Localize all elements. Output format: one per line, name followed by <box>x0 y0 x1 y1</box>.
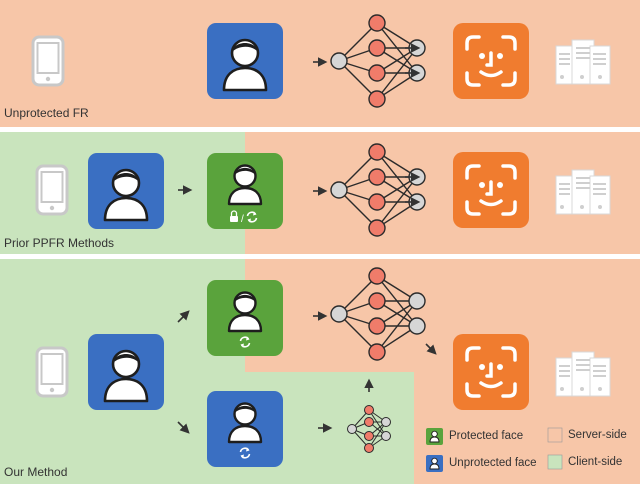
row-prior-ppfr: / <box>0 132 640 254</box>
server-side-region <box>0 0 640 127</box>
row-label-our-method: Our Method <box>4 465 68 479</box>
legend <box>426 427 563 472</box>
client-side-region <box>0 259 414 484</box>
arrow <box>177 310 190 323</box>
protected-face-card <box>207 280 283 356</box>
legend-protected-face-label: Protected face <box>449 430 524 442</box>
face-scan-icon <box>451 150 531 230</box>
row-our-method <box>0 259 640 484</box>
row-label-unprotected-fr: Unprotected FR <box>4 106 89 120</box>
smartphone-icon <box>31 35 65 87</box>
server-rack-icon <box>555 169 611 215</box>
legend-client-swatch <box>547 454 563 470</box>
unprotected-face-card <box>207 23 283 99</box>
legend-client-side-label: Client-side <box>568 456 623 468</box>
face-scan-icon <box>451 332 531 412</box>
smartphone-icon <box>35 346 69 398</box>
unprotected-face-card <box>88 153 164 229</box>
legend-server-side-label: Server-side <box>568 429 627 441</box>
arrow <box>425 343 437 355</box>
smartphone-icon <box>35 164 69 216</box>
row-label-prior-ppfr: Prior PPFR Methods <box>4 236 115 250</box>
lock-icon <box>230 210 238 222</box>
arrow <box>177 421 190 434</box>
row-unprotected-fr <box>0 0 640 127</box>
legend-unprotected-swatch <box>426 455 443 472</box>
face-scan-icon <box>451 21 531 101</box>
unprotected-face-card <box>207 391 283 467</box>
unprotected-face-card <box>88 334 164 410</box>
legend-unprotected-face-label: Unprotected face <box>449 457 537 469</box>
legend-protected-swatch <box>426 428 443 445</box>
svg-text:/: / <box>241 214 244 225</box>
protected-face-card: / <box>207 153 283 229</box>
server-rack-icon <box>555 39 611 85</box>
server-rack-icon <box>555 351 611 397</box>
legend-server-swatch <box>547 427 563 443</box>
